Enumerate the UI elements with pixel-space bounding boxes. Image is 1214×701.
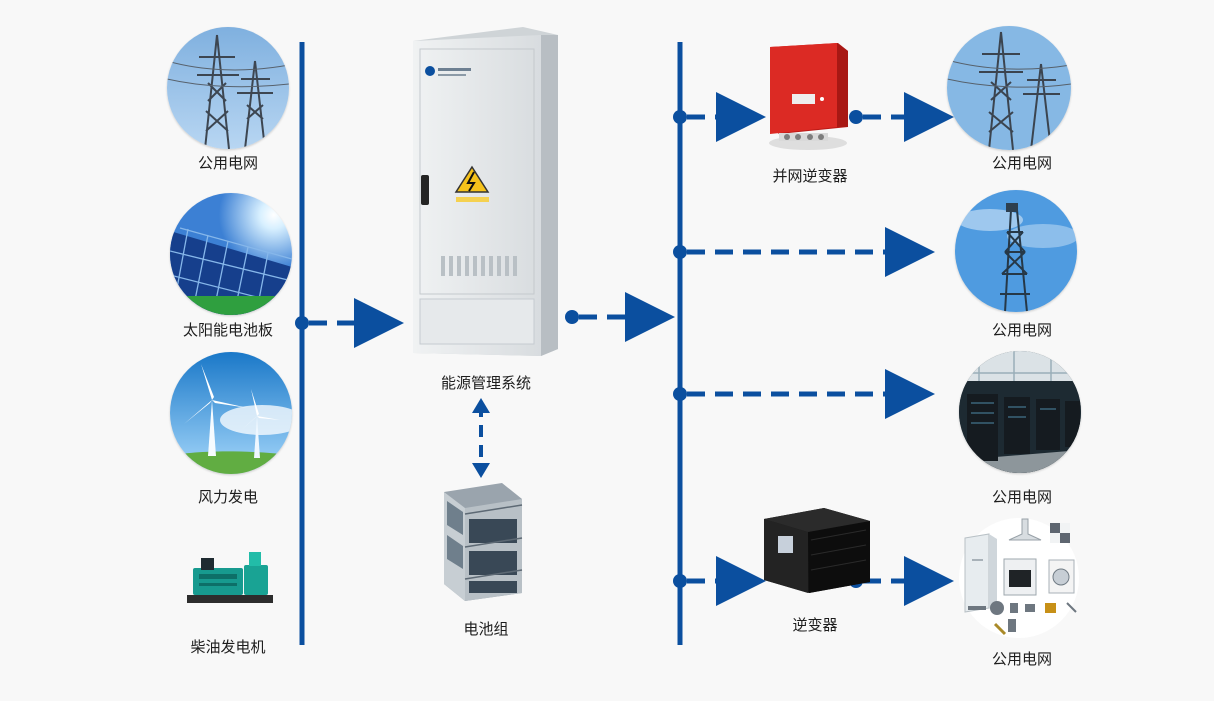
diesel-generator-image xyxy=(183,548,277,608)
ems-label: 能源管理系统 xyxy=(440,374,532,392)
left-to-ems-dot xyxy=(295,316,309,330)
ems-to-right-dot xyxy=(565,310,579,324)
grid-tie-inverter-label: 并网逆变器 xyxy=(772,167,848,185)
output-1-label: 公用电网 xyxy=(991,154,1053,172)
branch-dot-2 xyxy=(673,245,687,259)
battery-rack-icon xyxy=(444,483,523,601)
battery-label: 电池组 xyxy=(463,620,509,638)
inverter-image xyxy=(764,508,870,593)
wind-source-image xyxy=(170,352,292,474)
up-arrow-icon xyxy=(472,398,490,413)
communication-tower-icon xyxy=(955,190,1077,312)
ems-cabinet-image xyxy=(413,27,558,356)
inverter-icon xyxy=(764,508,870,593)
diesel-generator-icon xyxy=(187,552,273,603)
grid-source-label: 公用电网 xyxy=(197,154,259,172)
grid-source-image xyxy=(167,27,289,149)
output-tower-image xyxy=(955,190,1077,312)
output-grid-image-1 xyxy=(947,26,1071,150)
grid-tie-inverter-icon xyxy=(769,43,848,150)
output-2-label: 公用电网 xyxy=(991,321,1053,339)
output-4-label: 公用电网 xyxy=(991,650,1053,668)
battery-rack-image xyxy=(440,483,526,601)
solar-source-image xyxy=(170,193,292,315)
server-room-icon xyxy=(959,351,1081,473)
diesel-source-label: 柴油发电机 xyxy=(190,638,266,656)
wind-source-label: 风力发电 xyxy=(197,488,259,506)
home-appliances-icon xyxy=(959,518,1079,638)
output-appliances-image xyxy=(958,515,1081,642)
grid-tie-inverter-image xyxy=(766,43,849,151)
wind-turbine-icon xyxy=(170,352,292,474)
branch-dot-3 xyxy=(673,387,687,401)
solar-source-label: 太阳能电池板 xyxy=(182,321,274,339)
output-3-label: 公用电网 xyxy=(991,488,1053,506)
transmission-tower-icon xyxy=(167,27,289,149)
gti-output-dot xyxy=(849,110,863,124)
branch-dot-1 xyxy=(673,110,687,124)
transmission-tower-icon xyxy=(947,26,1071,150)
solar-panel-icon xyxy=(170,193,292,315)
branch-dot-4 xyxy=(673,574,687,588)
inverter-label: 逆变器 xyxy=(792,616,838,634)
output-datacenter-image xyxy=(959,351,1081,473)
down-arrow-icon xyxy=(472,463,490,478)
electrical-cabinet-icon xyxy=(413,27,558,356)
